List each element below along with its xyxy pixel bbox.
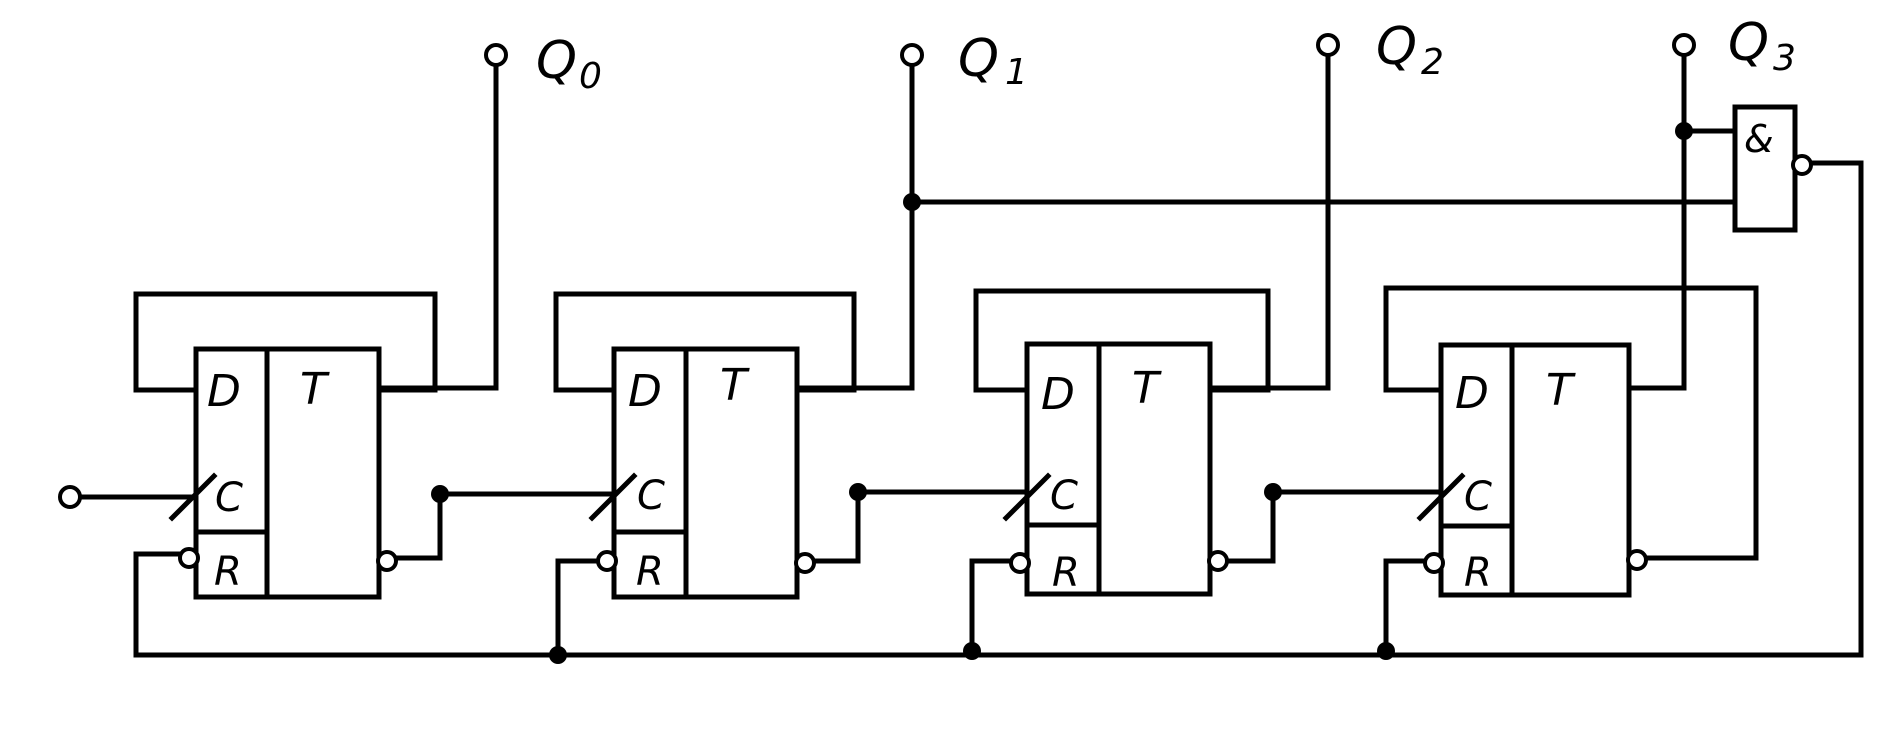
nq-bubble-2 — [1207, 550, 1229, 572]
flipflop-3-body — [1438, 342, 1632, 598]
q0-label: Q0 — [536, 31, 602, 97]
gate-output-bubble — [1791, 154, 1813, 176]
flipflop-0-r-label: R — [214, 549, 242, 595]
flipflop-3-d-label: D — [1455, 368, 1489, 419]
reset-bubble-3 — [1423, 552, 1445, 574]
flipflop-1-t-label: T — [720, 360, 750, 411]
q1-label-index: 1 — [1005, 52, 1028, 93]
flipflop-0-body — [193, 346, 382, 600]
q3-label-letter: Q — [1728, 13, 1769, 73]
flipflop-2: D T C R — [1002, 341, 1213, 597]
junctions — [431, 122, 1693, 664]
reset-tap-2 — [969, 558, 1016, 653]
flipflop-0: D T C R — [168, 346, 382, 600]
q3-output-wire — [1626, 51, 1687, 391]
reset-bubble-0 — [178, 547, 200, 569]
flipflop-1-clock-slash — [588, 472, 638, 522]
gate-output-reset-bus — [133, 160, 1864, 658]
flipflop-3-clock-slash — [1416, 472, 1466, 522]
nq0-to-node — [381, 491, 443, 561]
feedback-loop-1 — [553, 291, 857, 393]
and-gate: & — [1732, 104, 1798, 233]
junction-clock-1 — [431, 485, 449, 503]
reset-tap-3 — [1383, 558, 1430, 653]
flipflop-3-c-label: C — [1464, 474, 1492, 520]
q2-terminal — [1316, 33, 1340, 57]
q2-output-wire — [1207, 51, 1331, 391]
feedback-loop-3 — [1383, 285, 1759, 561]
inversion-bubbles — [178, 154, 1813, 574]
q3-label-index: 3 — [1773, 38, 1796, 79]
flipflop-3-r-label: R — [1464, 550, 1492, 596]
q0-label-letter: Q — [536, 31, 577, 91]
flipflop-1-d-label: D — [628, 366, 662, 417]
nq1-to-node — [800, 487, 861, 564]
reset-bubble-2 — [1009, 552, 1031, 574]
reset-bubble-1 — [596, 550, 618, 572]
q1-output-wire — [794, 61, 915, 391]
q0-terminal — [484, 43, 508, 67]
junction-reset-1 — [549, 646, 567, 664]
junction-q3-gate — [1675, 122, 1693, 140]
q2-label-letter: Q — [1376, 17, 1417, 77]
feedback-loop-2 — [973, 288, 1271, 393]
nq-bubble-3 — [1626, 549, 1648, 571]
q2-label-index: 2 — [1421, 42, 1444, 83]
flipflop-2-r-label: R — [1052, 550, 1080, 596]
nq-bubble-1 — [794, 552, 816, 574]
flipflop-2-clock-slash — [1002, 472, 1052, 522]
flipflop-3-t-label: T — [1546, 365, 1576, 416]
nq2-to-node — [1213, 487, 1276, 564]
and-gate-symbol: & — [1744, 117, 1774, 161]
flipflop-0-c-label: C — [215, 475, 243, 521]
q1-label-letter: Q — [958, 29, 999, 89]
flipflop-0-t-label: T — [300, 364, 330, 415]
feedback-loop-0 — [133, 291, 438, 393]
flipflop-2-body — [1024, 341, 1213, 597]
flipflop-0-d-label: D — [207, 366, 241, 417]
junction-reset-2 — [963, 642, 981, 660]
q3-terminal — [1672, 33, 1696, 57]
flipflop-2-d-label: D — [1041, 369, 1075, 420]
flipflop-1-body — [611, 346, 800, 600]
nq-bubble-0 — [376, 550, 398, 572]
junction-clock-3 — [1264, 483, 1282, 501]
flipflop-2-t-label: T — [1132, 363, 1162, 414]
reset-tap-1 — [555, 558, 603, 658]
terminals — [58, 33, 1696, 509]
junction-clock-2 — [849, 483, 867, 501]
q0-label-index: 0 — [579, 56, 602, 97]
q1-terminal — [900, 43, 924, 67]
flipflop-1: D T C R — [588, 346, 800, 600]
junction-reset-3 — [1377, 642, 1395, 660]
flipflop-2-c-label: C — [1050, 473, 1078, 519]
flipflop-1-c-label: C — [637, 473, 665, 519]
flipflop-1-r-label: R — [636, 549, 664, 595]
q0-output-wire — [376, 61, 499, 391]
flipflop-3: D T C R — [1416, 342, 1632, 598]
wiring — [77, 51, 1864, 658]
clock-input-terminal — [58, 485, 82, 509]
junction-q1-gate — [903, 193, 921, 211]
